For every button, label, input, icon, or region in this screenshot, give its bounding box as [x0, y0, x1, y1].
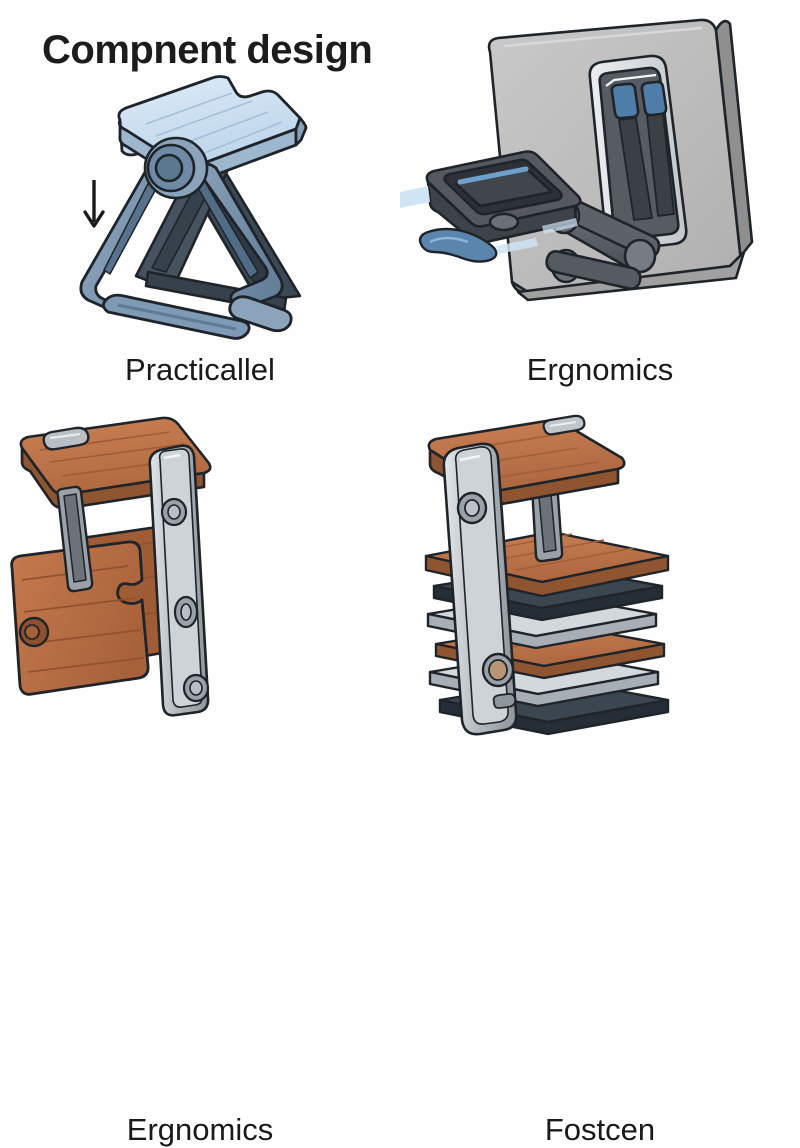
page-title: Compnent design: [42, 28, 373, 72]
wall-bracket-illustration: [400, 0, 800, 400]
panel-caption: Ergnomics: [526, 352, 674, 387]
motion-trail-icon: [400, 186, 578, 254]
vertical-metal-rail: [148, 444, 210, 717]
stacked-plates-illustration: [400, 400, 800, 800]
wood-bracket-illustration: [0, 400, 400, 800]
panel-stacked-shelves: Fostcen: [400, 400, 800, 1147]
accent-handle: [418, 227, 498, 263]
vertical-support-post: [56, 485, 94, 593]
vertical-rail-housing: [588, 54, 688, 252]
panel-folding-stand: Practicallel: [0, 0, 400, 400]
panel-caption: Fostcen: [544, 1112, 656, 1147]
top-hinge-cap: [42, 426, 90, 451]
stand-hinge-pivot: [143, 136, 209, 200]
vertical-metal-rail: [442, 442, 518, 736]
down-arrow-icon: [83, 180, 105, 228]
panel-wood-bracket: Ergnomics: [0, 400, 400, 1147]
top-hinge-cap: [542, 414, 586, 436]
panel-caption: Practicallel: [125, 352, 275, 387]
panel-caption: Ergnomics: [126, 1112, 274, 1147]
folding-stand-illustration: [0, 0, 400, 400]
panel-wall-bracket: Ergnomics: [400, 0, 800, 400]
sliding-tray: [425, 150, 582, 245]
